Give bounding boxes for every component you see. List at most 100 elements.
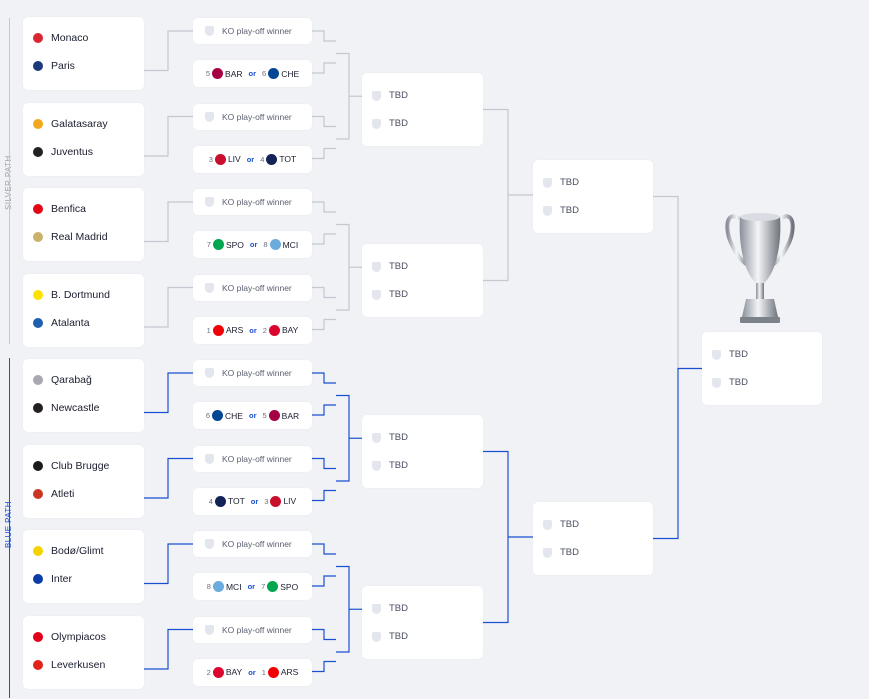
club-crest-icon [33, 546, 43, 556]
club-abbreviation: ARS [225, 325, 244, 335]
team-row[interactable]: Paris [33, 60, 75, 72]
tbd-label: TBD [560, 205, 579, 216]
team-row[interactable]: Bodø/Glimt [33, 545, 104, 557]
team-name: Galatasaray [51, 117, 108, 130]
ko-playoff-label: KO play-off winner [222, 282, 292, 293]
tbd-row: TBD [372, 631, 408, 642]
club-crest-icon [267, 666, 279, 678]
team-row[interactable]: Club Brugge [33, 460, 109, 472]
club-crest-icon [212, 68, 224, 79]
club-crest-icon [33, 232, 43, 242]
tbd-label: TBD [389, 603, 408, 614]
or-label: or [249, 325, 257, 335]
team-row[interactable]: Newcastle [33, 402, 99, 414]
team-row[interactable]: Atleti [33, 488, 74, 500]
club-crest-icon [33, 659, 43, 670]
tbd-label: TBD [389, 289, 408, 300]
ko-playoff-box[interactable]: KO play-off winner [193, 189, 312, 215]
tbd-label: TBD [389, 261, 408, 272]
quarter-final-card[interactable]: TBD TBD [362, 244, 483, 317]
tbd-row: TBD [372, 90, 408, 101]
tbd-label: TBD [729, 349, 748, 360]
team-row[interactable]: Olympiacos [33, 631, 106, 643]
placeholder-shield-icon [712, 377, 721, 388]
tbd-label: TBD [560, 547, 579, 558]
quarter-final-card[interactable]: TBD TBD [362, 415, 483, 488]
ko-playoff-box[interactable]: KO play-off winner [193, 445, 312, 472]
tbd-label: TBD [389, 432, 408, 443]
team-row[interactable]: Qarabağ [33, 374, 92, 386]
tbd-row: TBD [543, 519, 579, 530]
team-row[interactable]: Monaco [33, 32, 88, 44]
ko-playoff-box[interactable]: KO play-off winner [193, 360, 312, 386]
placeholder-shield-icon [372, 118, 381, 129]
tbd-label: TBD [560, 177, 579, 188]
semi-final-card[interactable]: TBD TBD [533, 502, 653, 575]
club-crest-icon [33, 33, 43, 43]
tbd-row: TBD [372, 603, 408, 614]
final-card[interactable]: TBD TBD [702, 332, 822, 405]
tbd-row: TBD [712, 377, 748, 388]
team-name: Real Madrid [51, 231, 108, 243]
club-crest-icon [268, 68, 280, 79]
placeholder-shield-icon [543, 547, 552, 558]
ko-playoff-box[interactable]: KO play-off winner [193, 103, 312, 130]
ko-playoff-label: KO play-off winner [222, 111, 292, 122]
team-row[interactable]: Juventus [33, 146, 93, 158]
quarter-final-card[interactable]: TBD TBD [362, 73, 483, 146]
placeholder-shield-icon [372, 432, 381, 443]
semi-final-card[interactable]: TBD TBD [533, 160, 653, 233]
team-name: Bodø/Glimt [51, 545, 104, 557]
seed-number: 5 [262, 411, 267, 420]
team-name: Leverkusen [51, 658, 106, 671]
quarter-final-card[interactable]: TBD TBD [362, 586, 483, 659]
ko-playoff-box[interactable]: KO play-off winner [193, 531, 312, 557]
placeholder-shield-icon [205, 624, 214, 635]
team-row[interactable]: B. Dortmund [33, 289, 110, 301]
team-row[interactable]: Galatasaray [33, 118, 108, 130]
team-row[interactable]: Real Madrid [33, 231, 108, 243]
seed-number: 1 [206, 325, 211, 335]
placeholder-shield-icon [205, 197, 214, 207]
ko-playoff-label: KO play-off winner [222, 368, 292, 378]
seed-number: 4 [208, 496, 213, 506]
tbd-row: TBD [372, 118, 408, 129]
placeholder-shield-icon [543, 519, 552, 530]
ko-playoff-box[interactable]: KO play-off winner [193, 18, 312, 44]
tbd-label: TBD [389, 631, 408, 642]
club-crest-icon [33, 146, 43, 157]
club-abbreviation: BAR [281, 410, 300, 421]
placeholder-shield-icon [205, 453, 214, 464]
team-row[interactable]: Leverkusen [33, 659, 105, 671]
placeholder-shield-icon [712, 349, 721, 360]
team-row[interactable]: Benfica [33, 203, 86, 215]
team-name: Juventus [51, 145, 94, 158]
tbd-row: TBD [372, 460, 408, 471]
club-crest-icon [269, 239, 281, 250]
ko-playoff-box[interactable]: KO play-off winner [193, 616, 312, 643]
team-row[interactable]: Inter [33, 573, 72, 585]
ko-playoff-label: KO play-off winner [222, 26, 292, 36]
ko-playoff-box[interactable]: KO play-off winner [193, 274, 312, 301]
club-crest-icon [212, 324, 224, 336]
club-abbreviation: TOT [227, 496, 245, 506]
team-row[interactable]: Atalanta [33, 317, 90, 329]
team-name: Club Brugge [51, 459, 110, 472]
club-crest-icon [268, 410, 280, 421]
